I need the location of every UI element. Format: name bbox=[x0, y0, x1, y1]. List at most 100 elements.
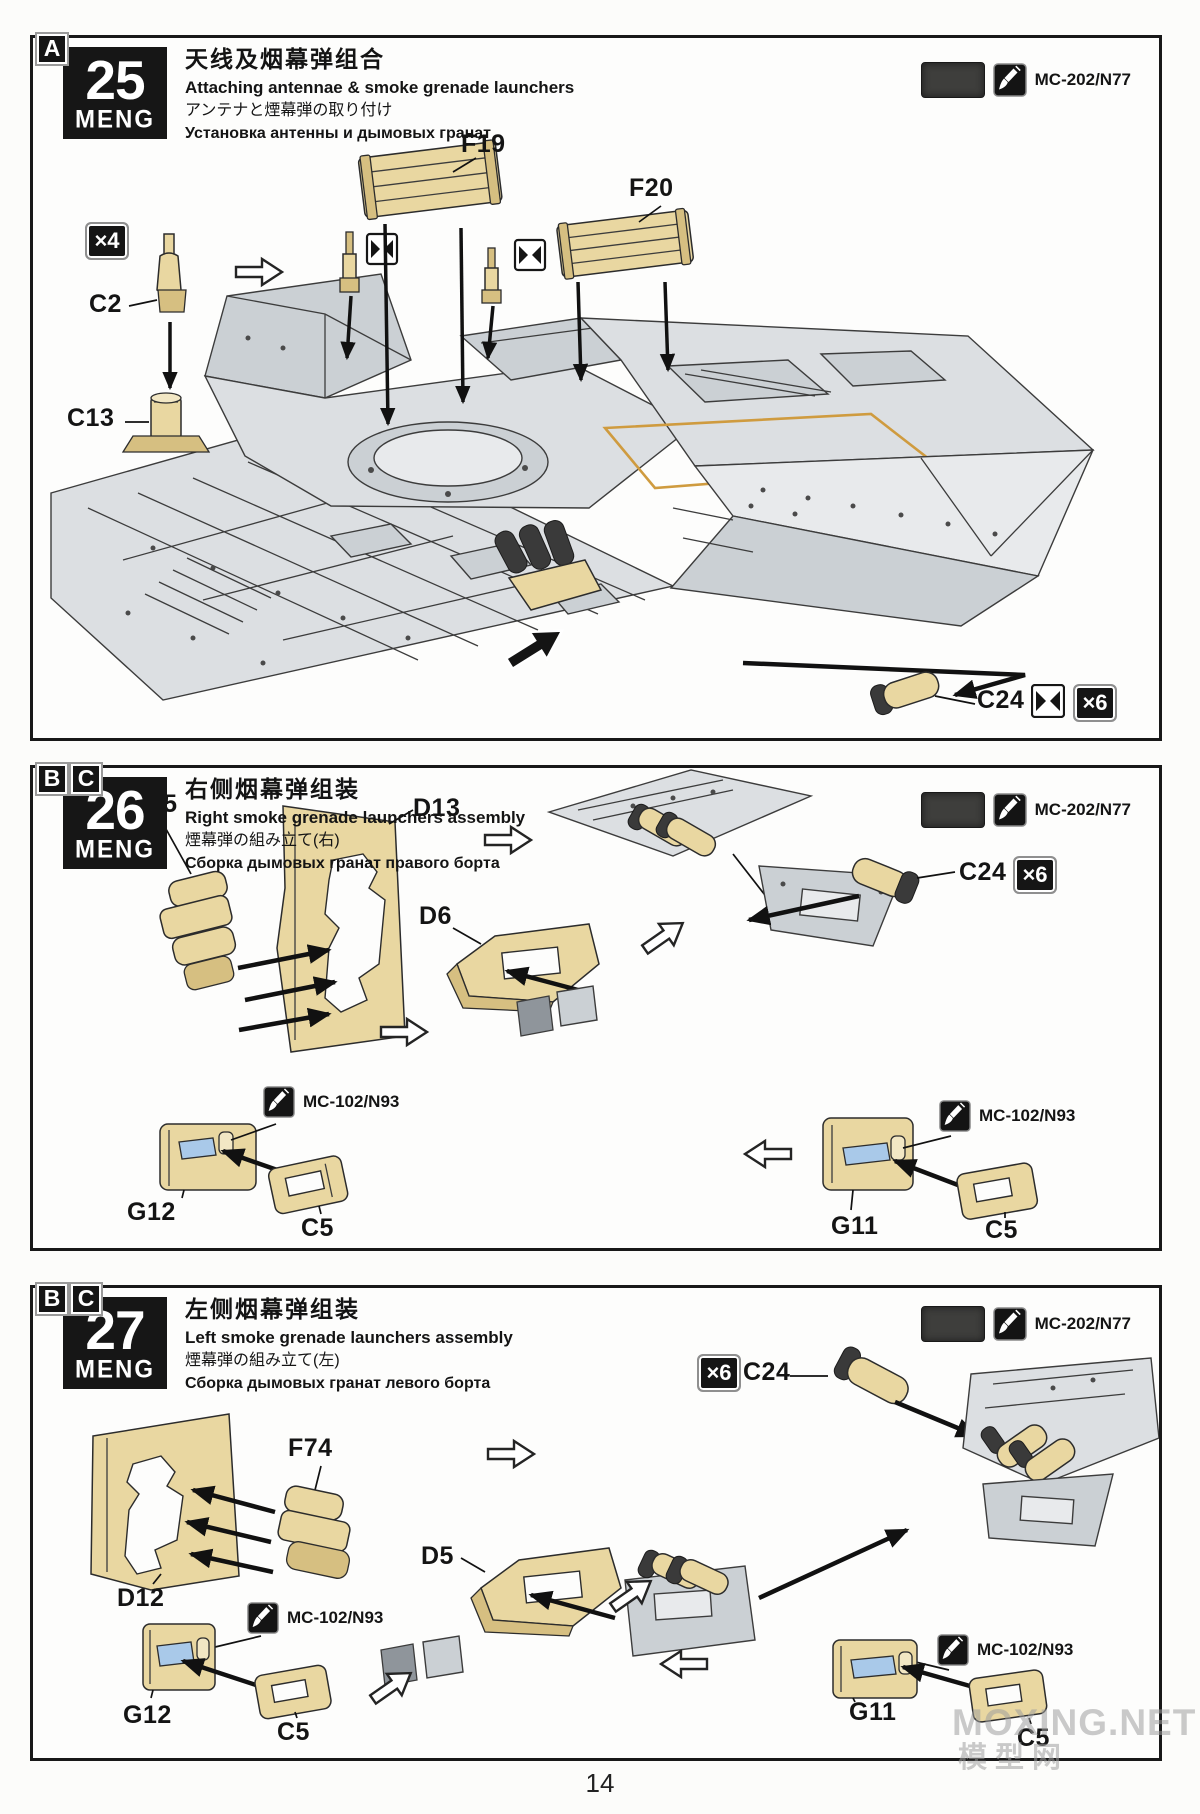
paint-swatch bbox=[920, 62, 985, 98]
paint-brush-icon bbox=[992, 1307, 1027, 1341]
launcher-subassembly bbox=[624, 1549, 756, 1657]
antenna-left bbox=[339, 231, 360, 293]
step-arrow bbox=[658, 1648, 709, 1680]
step-arrow bbox=[234, 256, 285, 288]
meng-logo: MENG bbox=[75, 835, 155, 864]
title-japanese: アンテナと煙幕弾の取り付け bbox=[185, 101, 393, 119]
sprue-letter-badge: B bbox=[35, 762, 69, 796]
step26-illustration bbox=[159, 769, 1039, 1220]
paint-brush-icon bbox=[939, 1100, 971, 1132]
small-plate-dark bbox=[516, 995, 554, 1037]
paint-callout: MC-202/N77 bbox=[920, 1306, 1131, 1342]
part-label-c2: C2 bbox=[89, 290, 122, 318]
part-c24 bbox=[833, 1346, 909, 1405]
part-label-g12: G12 bbox=[127, 1198, 176, 1226]
hull-fragment-right bbox=[546, 769, 903, 947]
part-label-f19: F19 bbox=[461, 130, 506, 158]
paint-code: MC-102/N93 bbox=[979, 1106, 1076, 1125]
part-label-f74: F74 bbox=[288, 1434, 333, 1462]
paint-brush-icon bbox=[992, 793, 1027, 827]
step-25-section: A 25 MENG 天线及烟幕弹组合 Attaching antennae & … bbox=[30, 32, 1162, 741]
paint-code: MC-202/N77 bbox=[1034, 1314, 1131, 1333]
paint-code: MC-102/N93 bbox=[303, 1092, 400, 1111]
cement-icon bbox=[1030, 683, 1066, 719]
part-label-d5: D5 bbox=[421, 1542, 454, 1570]
step-26-section: B C 26 MENG 右侧烟幕弹组装 Right smoke grenade … bbox=[30, 762, 1162, 1251]
hull-fragment-right bbox=[962, 1357, 1159, 1547]
meng-logo: MENG bbox=[75, 105, 155, 134]
step-titles: 天线及烟幕弹组合 Attaching antennae & smoke gren… bbox=[185, 45, 574, 145]
title-japanese: 煙幕弾の組み立て(左) bbox=[185, 1351, 340, 1369]
paint-callout: MC-202/N77 bbox=[920, 62, 1131, 98]
paint-brush-icon bbox=[937, 1634, 969, 1666]
part-label-c5: C5 bbox=[1017, 1724, 1050, 1752]
title-russian: Установка антенны и дымовых гранат bbox=[185, 124, 492, 142]
step27-illustration bbox=[90, 1346, 1159, 1725]
title-russian: Сборка дымовых гранат правого борта bbox=[185, 854, 500, 872]
step-number-box: 27 MENG bbox=[63, 1297, 167, 1389]
paint-callout-detail: MC-102/N93 bbox=[247, 1602, 383, 1634]
cement-icon bbox=[513, 238, 547, 272]
page-number: 14 bbox=[585, 1768, 615, 1798]
part-d6-bracket bbox=[446, 923, 600, 1013]
tank-hull bbox=[50, 273, 1095, 701]
part-d5-bracket bbox=[470, 1547, 622, 1637]
part-label-g12: G12 bbox=[123, 1701, 172, 1729]
paint-callout-detail: MC-102/N93 bbox=[939, 1100, 1075, 1132]
meng-logo: MENG bbox=[75, 1355, 155, 1384]
quantity-badge: ×4 bbox=[85, 222, 129, 260]
sprue-letter-badge: C bbox=[69, 762, 103, 796]
antenna-right bbox=[481, 247, 502, 304]
paint-brush-icon bbox=[247, 1602, 279, 1634]
part-c24 bbox=[851, 857, 920, 904]
step-number-box: 26 MENG bbox=[63, 777, 167, 869]
title-english: Left smoke grenade launchers assembly bbox=[185, 1327, 513, 1347]
title-english: Attaching antennae & smoke grenade launc… bbox=[185, 77, 575, 97]
part-label-g11: G11 bbox=[849, 1698, 897, 1726]
step-titles: 左侧烟幕弹组装 Left smoke grenade launchers ass… bbox=[185, 1295, 513, 1395]
part-label-c13: C13 bbox=[67, 404, 115, 432]
title-english: Right smoke grenade launchers assembly bbox=[185, 807, 526, 827]
quantity-badge: ×6 bbox=[1073, 684, 1117, 722]
cement-icon bbox=[365, 232, 399, 266]
part-f19-rack bbox=[357, 139, 503, 221]
part-c24 bbox=[870, 671, 940, 716]
part-f74-launchers bbox=[277, 1485, 351, 1579]
title-japanese: 煙幕弾の組み立て(右) bbox=[185, 831, 340, 849]
part-f75-launchers bbox=[159, 819, 237, 991]
part-c5-right bbox=[956, 1162, 1039, 1220]
paint-brush-icon bbox=[992, 63, 1027, 97]
part-c5-left bbox=[267, 1155, 349, 1215]
part-f20-rack bbox=[556, 207, 694, 280]
paint-code: MC-202/N77 bbox=[1034, 800, 1131, 819]
paint-callout-detail: MC-102/N93 bbox=[263, 1086, 399, 1118]
watermark-site: MOXING.NET bbox=[952, 1702, 1197, 1743]
part-g11 bbox=[822, 1117, 952, 1211]
part-label-c5: C5 bbox=[985, 1216, 1018, 1244]
part-label-d13: D13 bbox=[413, 794, 461, 822]
step-arrow bbox=[483, 824, 534, 856]
part-c2 bbox=[128, 233, 187, 313]
step25-illustration bbox=[50, 139, 1095, 716]
paint-code: MC-202/N77 bbox=[1034, 70, 1131, 89]
paint-code: MC-102/N93 bbox=[287, 1608, 384, 1627]
small-plate-gray bbox=[422, 1635, 464, 1679]
paint-callout-detail: MC-102/N93 bbox=[937, 1634, 1073, 1666]
step-arrow bbox=[368, 1671, 413, 1706]
part-label-c24: C24 bbox=[743, 1358, 791, 1386]
paint-swatch bbox=[920, 792, 985, 828]
small-plate-gray bbox=[556, 985, 598, 1027]
part-label-d6: D6 bbox=[419, 902, 452, 930]
part-g12 bbox=[142, 1623, 216, 1691]
step-number: 25 bbox=[85, 49, 145, 111]
paint-code: MC-102/N93 bbox=[977, 1640, 1074, 1659]
part-label-g11: G11 bbox=[831, 1212, 879, 1240]
attach-arrow bbox=[504, 629, 565, 671]
sprue-letter-badge: B bbox=[35, 1282, 69, 1316]
part-label-d12: D12 bbox=[117, 1584, 165, 1612]
smoke-launcher-cluster bbox=[494, 520, 603, 611]
quantity-badge: ×6 bbox=[697, 1354, 741, 1392]
step-arrow bbox=[379, 1016, 430, 1048]
paint-brush-icon bbox=[263, 1086, 295, 1118]
